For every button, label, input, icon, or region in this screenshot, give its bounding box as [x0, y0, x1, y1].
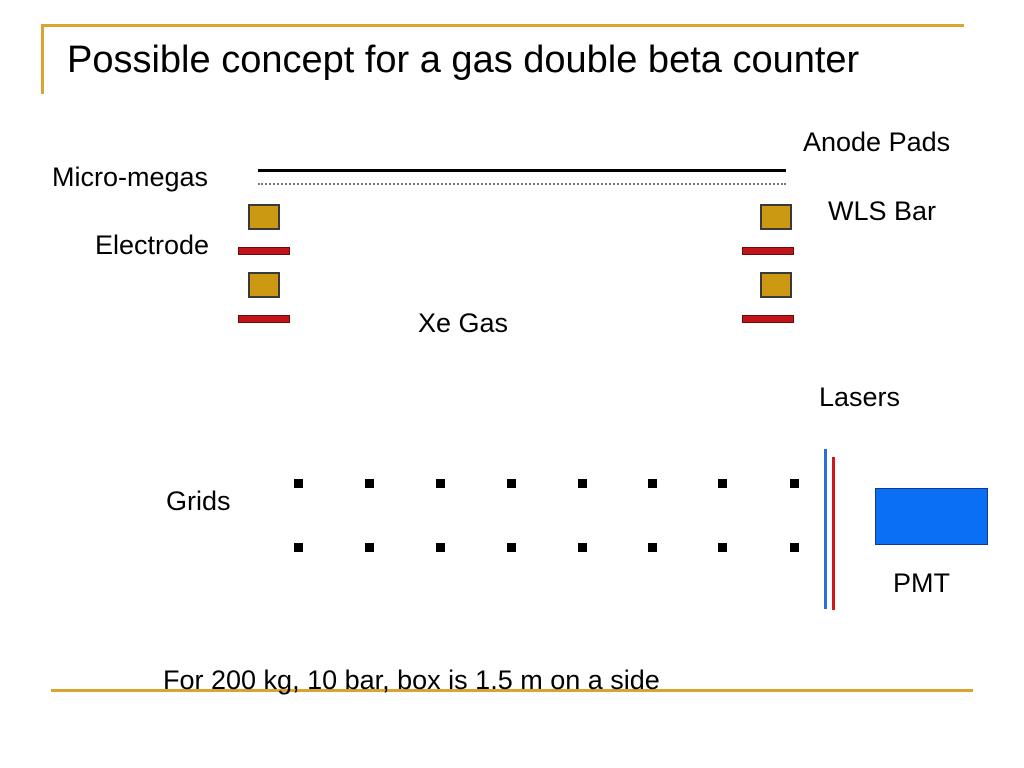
grid-dot	[507, 479, 516, 488]
grid-dot	[648, 543, 657, 552]
electrode-left-upper	[238, 247, 290, 255]
grid-dot	[578, 479, 587, 488]
slide-frame-top-rule	[41, 24, 964, 27]
grid-dot	[436, 479, 445, 488]
anode-pads-line	[258, 169, 786, 172]
wls-bar-right-upper	[760, 204, 792, 230]
laser-beam-blue	[824, 449, 827, 609]
grid-dot	[507, 543, 516, 552]
grid-dot	[436, 543, 445, 552]
grid-dot	[790, 479, 799, 488]
wls-bar-right-lower	[760, 272, 792, 298]
xe-gas-label: Xe Gas	[418, 308, 509, 338]
lasers-label: Lasers	[819, 382, 901, 412]
grid-dot	[790, 543, 799, 552]
electrode-left-lower	[238, 315, 290, 323]
wls-bar-label: WLS Bar	[828, 196, 937, 226]
grid-dot	[365, 479, 374, 488]
electrode-right-lower	[742, 315, 794, 323]
grids-label: Grids	[166, 486, 231, 516]
slide-title: Possible concept for a gas double beta c…	[67, 39, 860, 81]
pmt-label: PMT	[893, 568, 950, 598]
slide-frame-left-rule	[41, 24, 44, 94]
micro-megas-label: Micro-megas	[52, 162, 209, 192]
grid-dot	[578, 543, 587, 552]
grid-dot	[718, 479, 727, 488]
footnote-text: For 200 kg, 10 bar, box is 1.5 m on a si…	[163, 665, 660, 695]
grid-dot	[648, 479, 657, 488]
electrode-right-upper	[742, 247, 794, 255]
laser-beam-red	[832, 457, 835, 610]
wls-bar-left-lower	[248, 272, 280, 298]
slide-frame-bottom-rule	[51, 689, 973, 692]
wls-bar-left-upper	[248, 204, 280, 230]
grid-dot	[294, 479, 303, 488]
pmt-block	[875, 488, 988, 545]
anode-pads-label: Anode Pads	[803, 127, 951, 157]
micro-megas-mesh	[258, 183, 786, 185]
grid-dot	[294, 543, 303, 552]
electrode-label: Electrode	[95, 230, 210, 260]
grid-dot	[718, 543, 727, 552]
grid-dot	[365, 543, 374, 552]
